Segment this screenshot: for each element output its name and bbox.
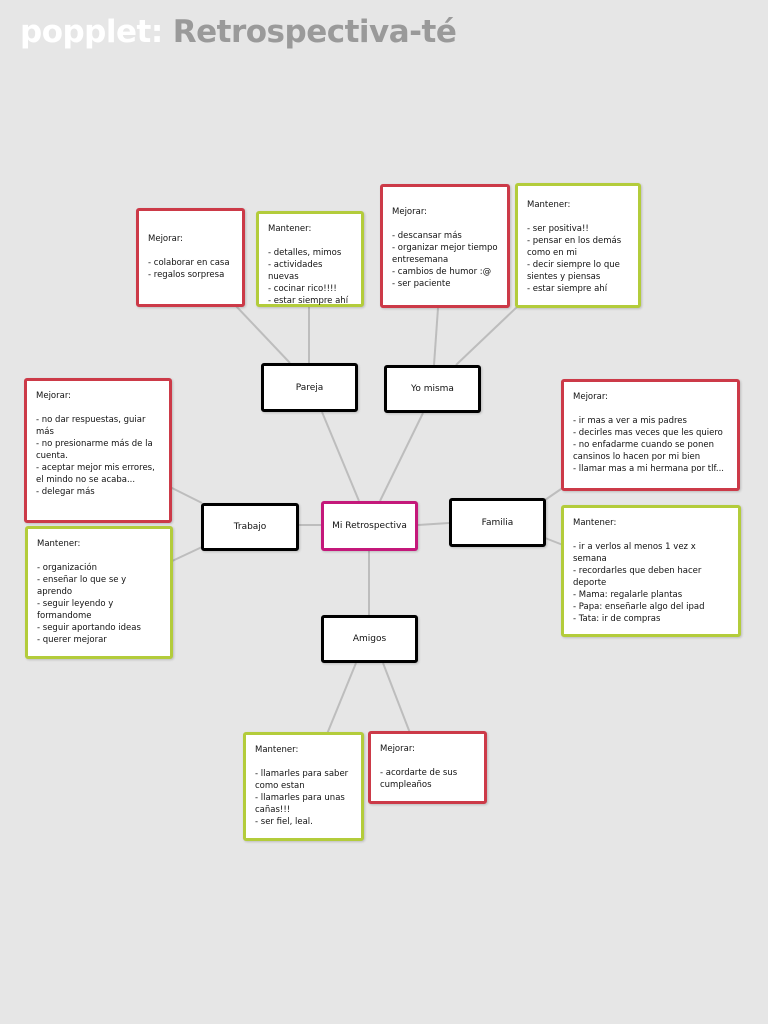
list-item: - recordarles que deben hacer deporte	[573, 566, 702, 588]
note-list: - ser positiva!! - pensar en los demás c…	[527, 223, 629, 295]
trabajo-mantener-note[interactable]: Mantener: - organización - enseñar lo qu…	[25, 526, 173, 659]
note-title: Mejorar:	[36, 391, 72, 401]
list-item: - descansar más	[392, 231, 462, 241]
list-item: - ir mas a ver a mis padres	[573, 416, 687, 426]
connector-familia-mantener	[544, 537, 564, 546]
yo-misma-node[interactable]: Yo misma	[384, 365, 481, 413]
list-item: - llamarles para saber como estan	[255, 769, 349, 791]
note-list: - ir a verlos al menos 1 vez x semana - …	[573, 541, 729, 625]
note-list: - organización - enseñar lo que se y apr…	[37, 562, 161, 646]
note-title: Mantener:	[527, 200, 571, 210]
note-list: - detalles, mimos - actividades nuevas -…	[268, 247, 352, 307]
connector-center-yomisma	[379, 412, 424, 502]
familia-node[interactable]: Familia	[449, 498, 546, 547]
list-item: - decir siempre lo que sientes y piensas	[527, 260, 620, 282]
connector-familia-mejorar	[544, 486, 565, 501]
popplet-logo: popplet:	[20, 14, 163, 50]
amigos-node-label: Amigos	[352, 634, 387, 644]
connector-center-familia	[417, 522, 450, 526]
note-list: - descansar más - organizar mejor tiempo…	[392, 230, 498, 290]
list-item: - no dar respuestas, guiar más	[36, 415, 146, 437]
list-item: - estar siempre ahí	[268, 296, 349, 306]
note-title: Mantener:	[573, 518, 617, 528]
note-list: - no dar respuestas, guiar más - no pres…	[36, 414, 160, 498]
center-node[interactable]: Mi Retrospectiva	[321, 501, 418, 551]
trabajo-node[interactable]: Trabajo	[201, 503, 299, 551]
list-item: - pensar en los demás como en mi	[527, 236, 622, 258]
note-title: Mejorar:	[392, 207, 428, 217]
note-title: Mantener:	[255, 745, 299, 755]
pareja-node[interactable]: Pareja	[261, 363, 358, 412]
amigos-mantener-note[interactable]: Mantener: - llamarles para saber como es…	[243, 732, 364, 841]
trabajo-mejorar-note[interactable]: Mejorar: - no dar respuestas, guiar más …	[24, 378, 172, 523]
center-node-label: Mi Retrospectiva	[332, 521, 407, 531]
list-item: - regalos sorpresa	[148, 270, 225, 280]
note-list: - llamarles para saber como estan - llam…	[255, 768, 352, 828]
list-item: - delegar más	[36, 487, 95, 497]
list-item: - no enfadarme cuando se ponen cansinos …	[573, 440, 714, 462]
connector-center-pareja	[321, 411, 360, 502]
list-item: - Papa: enseñarle algo del ipad	[573, 602, 705, 612]
list-item: - ir a verlos al menos 1 vez x semana	[573, 542, 696, 564]
connector-amigos-mantener	[326, 662, 357, 735]
connector-yo-mantener	[455, 305, 519, 366]
list-item: - seguir leyendo y formandome	[37, 599, 114, 621]
connector-trabajo-mejorar	[169, 486, 203, 504]
pareja-mejorar-note[interactable]: Mejorar: - colaborar en casa - regalos s…	[136, 208, 245, 307]
list-item: - organizar mejor tiempo entresemana	[392, 243, 498, 265]
familia-node-label: Familia	[481, 517, 514, 528]
note-title: Mejorar:	[573, 392, 609, 402]
familia-mantener-note[interactable]: Mantener: - ir a verlos al menos 1 vez x…	[561, 505, 741, 637]
list-item: - llamar mas a mi hermana por tlf...	[573, 464, 724, 474]
connector-pareja-mejorar	[235, 305, 291, 364]
amigos-node[interactable]: Amigos	[321, 615, 418, 663]
list-item: - cambios de humor :@	[392, 267, 492, 277]
pareja-node-label: Pareja	[295, 382, 324, 393]
connector-trabajo-mantener	[169, 546, 203, 563]
list-item: - detalles, mimos	[268, 248, 342, 258]
app-header: popplet:Retrospectiva-té	[20, 14, 457, 58]
note-list: - ir mas a ver a mis padres - decirles m…	[573, 415, 728, 475]
list-item: - seguir aportando ideas	[37, 623, 141, 633]
note-title: Mejorar:	[380, 744, 416, 754]
note-title: Mejorar:	[148, 234, 184, 244]
note-list: - acordarte de sus cumpleaños	[380, 767, 475, 791]
connector-amigos-mejorar	[382, 662, 411, 734]
note-title: Mantener:	[37, 539, 81, 549]
familia-mejorar-note[interactable]: Mejorar: - ir mas a ver a mis padres - d…	[561, 379, 740, 491]
list-item: - querer mejorar	[37, 635, 107, 645]
trabajo-node-label: Trabajo	[233, 522, 267, 532]
list-item: - organización	[37, 563, 97, 573]
list-item: - cocinar rico!!!!	[268, 284, 337, 294]
note-title: Mantener:	[268, 224, 312, 234]
list-item: - ser positiva!!	[527, 224, 589, 234]
pareja-mantener-note[interactable]: Mantener: - detalles, mimos - actividade…	[256, 211, 364, 307]
list-item: - Tata: ir de compras	[573, 614, 661, 624]
list-item: - ser paciente	[392, 279, 451, 289]
list-item: - estar siempre ahí	[527, 284, 608, 294]
list-item: - actividades nuevas	[268, 260, 323, 282]
list-item: - decirles mas veces que les quiero	[573, 428, 723, 438]
list-item: - aceptar mejor mis errores, el mindo no…	[36, 463, 155, 485]
note-list: - colaborar en casa - regalos sorpresa	[148, 257, 233, 281]
yo-misma-mejorar-note[interactable]: Mejorar: - descansar más - organizar mej…	[380, 184, 510, 308]
amigos-mejorar-note[interactable]: Mejorar: - acordarte de sus cumpleaños	[368, 731, 487, 804]
list-item: - no presionarme más de la cuenta.	[36, 439, 153, 461]
list-item: - acordarte de sus cumpleaños	[380, 768, 458, 790]
yo-misma-node-label: Yo misma	[411, 384, 454, 394]
list-item: - llamarles para unas cañas!!!	[255, 793, 345, 815]
list-item: - colaborar en casa	[148, 258, 230, 268]
list-item: - enseñar lo que se y aprendo	[37, 575, 127, 597]
connector-yo-mejorar	[433, 307, 439, 366]
board-title: Retrospectiva-té	[172, 14, 457, 50]
list-item: - ser fiel, leal.	[255, 817, 313, 827]
list-item: - Mama: regalarle plantas	[573, 590, 683, 600]
yo-misma-mantener-note[interactable]: Mantener: - ser positiva!! - pensar en l…	[515, 183, 641, 308]
